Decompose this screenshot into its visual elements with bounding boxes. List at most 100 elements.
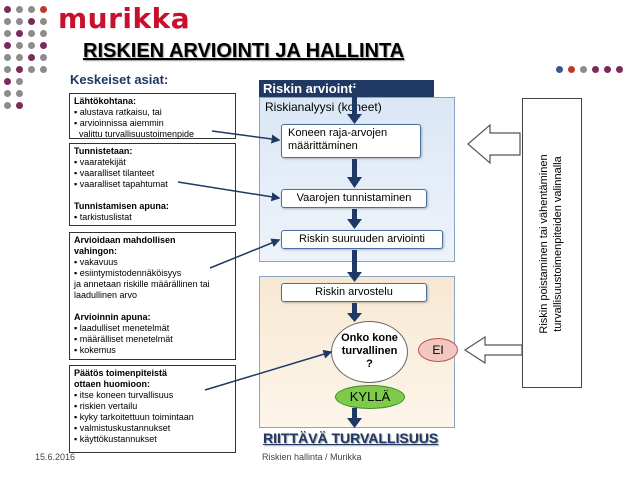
step-risk-estimation: Riskin suuruuden arviointi xyxy=(281,230,443,249)
info-line: laadullinen arvo xyxy=(74,290,138,300)
feedback-arrow-bottom xyxy=(463,335,523,365)
risk-reduction-box: Riskin poistaminen tai vähentäminen turv… xyxy=(522,98,582,388)
step-risk-estimation-label: Riskin suuruuden arviointi xyxy=(299,233,425,245)
decorative-dot xyxy=(16,42,23,49)
page-title: RISKIEN ARVIOINTI JA HALLINTA xyxy=(83,40,405,62)
info-line: ▪ vakavuus xyxy=(74,257,118,267)
info-line: ▪ käyttökustannukset xyxy=(74,434,157,444)
decorative-dot xyxy=(16,66,23,73)
decision-no-badge: EI xyxy=(418,338,458,362)
step-hazard-identification-label: Vaarojen tunnistaminen xyxy=(296,192,412,204)
info-line: ▪ itse koneen turvallisuus xyxy=(74,390,174,400)
decorative-dot xyxy=(4,102,11,109)
info-line: vahingon: xyxy=(74,246,117,256)
info-line: Päätös toimenpiteistä xyxy=(74,368,168,378)
info-box-starting-point: Lähtökohtana:▪ alustava ratkaisu, tai▪ a… xyxy=(69,93,236,139)
decorative-dot xyxy=(40,42,47,49)
flow-arrow-limits-hazards xyxy=(347,159,362,188)
flow-arrow-top xyxy=(347,88,362,124)
decorative-dot xyxy=(568,66,575,73)
decorative-dot xyxy=(592,66,599,73)
decorative-dot xyxy=(16,90,23,97)
decorative-dot xyxy=(28,30,35,37)
info-line: ▪ laadulliset menetelmät xyxy=(74,323,170,333)
info-line: Tunnistamisen apuna: xyxy=(74,201,169,211)
info-line: Tunnistetaan: xyxy=(74,146,133,156)
decorative-dot xyxy=(40,30,47,37)
decorative-dot xyxy=(40,6,47,13)
info-line: valittu turvallisuustoimenpide xyxy=(74,129,195,139)
info-line: Arvioinnin apuna: xyxy=(74,312,151,322)
decorative-dot xyxy=(4,42,11,49)
info-line: Lähtökohtana: xyxy=(74,96,136,106)
footer-date: 15.6.2016 xyxy=(35,452,76,462)
step-machine-limits: Koneen raja-arvojen määrittäminen xyxy=(281,124,421,158)
connector-estimate-to-estimation xyxy=(209,238,281,269)
decorative-dot xyxy=(40,66,47,73)
decorative-dot xyxy=(16,18,23,25)
footer-center: Riskien hallinta / Murikka xyxy=(262,452,362,462)
connector-start-to-limits xyxy=(211,130,281,144)
decorative-dot xyxy=(28,66,35,73)
decorative-dot xyxy=(604,66,611,73)
info-line: ja annetaan riskille määrällinen tai xyxy=(74,279,210,289)
flow-arrow-hazards-estimation xyxy=(347,209,362,229)
decision-line-2: turvallinen xyxy=(341,345,398,357)
feedback-arrow-top xyxy=(467,123,521,165)
decorative-dot xyxy=(16,54,23,61)
info-line: ▪ kokemus xyxy=(74,345,116,355)
decorative-dot xyxy=(40,18,47,25)
decorative-dot xyxy=(4,30,11,37)
decision-is-machine-safe: Onko kone turvallinen ? xyxy=(331,321,408,383)
decorative-dot xyxy=(28,18,35,25)
connector-identify-to-hazards xyxy=(177,181,281,202)
step-machine-limits-label: Koneen raja-arvojen määrittäminen xyxy=(288,127,388,152)
decorative-dot xyxy=(28,42,35,49)
info-line: ▪ valmistuskustannukset xyxy=(74,423,171,433)
decision-line-3: ? xyxy=(366,358,373,370)
info-line: ▪ arvioinnissa aiemmin xyxy=(74,118,164,128)
info-line: ▪ kyky tarkoitettuun toimintaan xyxy=(74,412,194,422)
decision-line-1: Onko kone xyxy=(341,332,398,344)
decorative-dot xyxy=(40,54,47,61)
decorative-dot xyxy=(16,78,23,85)
info-line: ▪ esiintymistodennäköisyys xyxy=(74,268,182,278)
flow-arrow-estimation-evaluation xyxy=(347,250,362,282)
decorative-dot xyxy=(16,102,23,109)
info-line: ▪ alustava ratkaisu, tai xyxy=(74,107,162,117)
decorative-dot xyxy=(4,78,11,85)
connector-decide-to-decision xyxy=(204,349,333,391)
decorative-dot xyxy=(4,66,11,73)
decorative-dot xyxy=(616,66,623,73)
decorative-dot xyxy=(16,6,23,13)
decorative-dot xyxy=(4,90,11,97)
risk-assessment-header: Riskin arviointi xyxy=(259,80,434,97)
info-line: ottaen huomioon: xyxy=(74,379,150,389)
flow-arrow-yes-result xyxy=(347,408,362,428)
info-line: ▪ vaaralliset tapahtumat xyxy=(74,179,168,189)
murikka-logo: murikka xyxy=(58,2,191,35)
flow-arrow-evaluation-decision xyxy=(347,303,362,322)
decorative-dot xyxy=(4,18,11,25)
decorative-dot xyxy=(16,30,23,37)
info-line: ▪ tarkistuslistat xyxy=(74,212,132,222)
info-line: ▪ määrälliset menetelmät xyxy=(74,334,173,344)
info-line: ▪ vaaralliset tilanteet xyxy=(74,168,155,178)
step-hazard-identification: Vaarojen tunnistaminen xyxy=(281,189,427,208)
result-sufficient-safety: RIITTÄVÄ TURVALLISUUS xyxy=(263,430,439,446)
step-risk-evaluation-label: Riskin arvostelu xyxy=(315,286,393,298)
info-line: ▪ riskien vertailu xyxy=(74,401,138,411)
decorative-dot xyxy=(28,54,35,61)
decorative-dot xyxy=(556,66,563,73)
decorative-dot xyxy=(28,6,35,13)
decorative-dot xyxy=(4,54,11,61)
info-box-identification: Tunnistetaan:▪ vaaratekijät▪ vaaralliset… xyxy=(69,143,236,226)
decorative-dot xyxy=(4,6,11,13)
decision-yes-badge: KYLLÄ xyxy=(335,385,405,409)
step-risk-evaluation: Riskin arvostelu xyxy=(281,283,427,302)
info-line: ▪ vaaratekijät xyxy=(74,157,126,167)
left-heading: Keskeiset asiat: xyxy=(70,72,169,87)
